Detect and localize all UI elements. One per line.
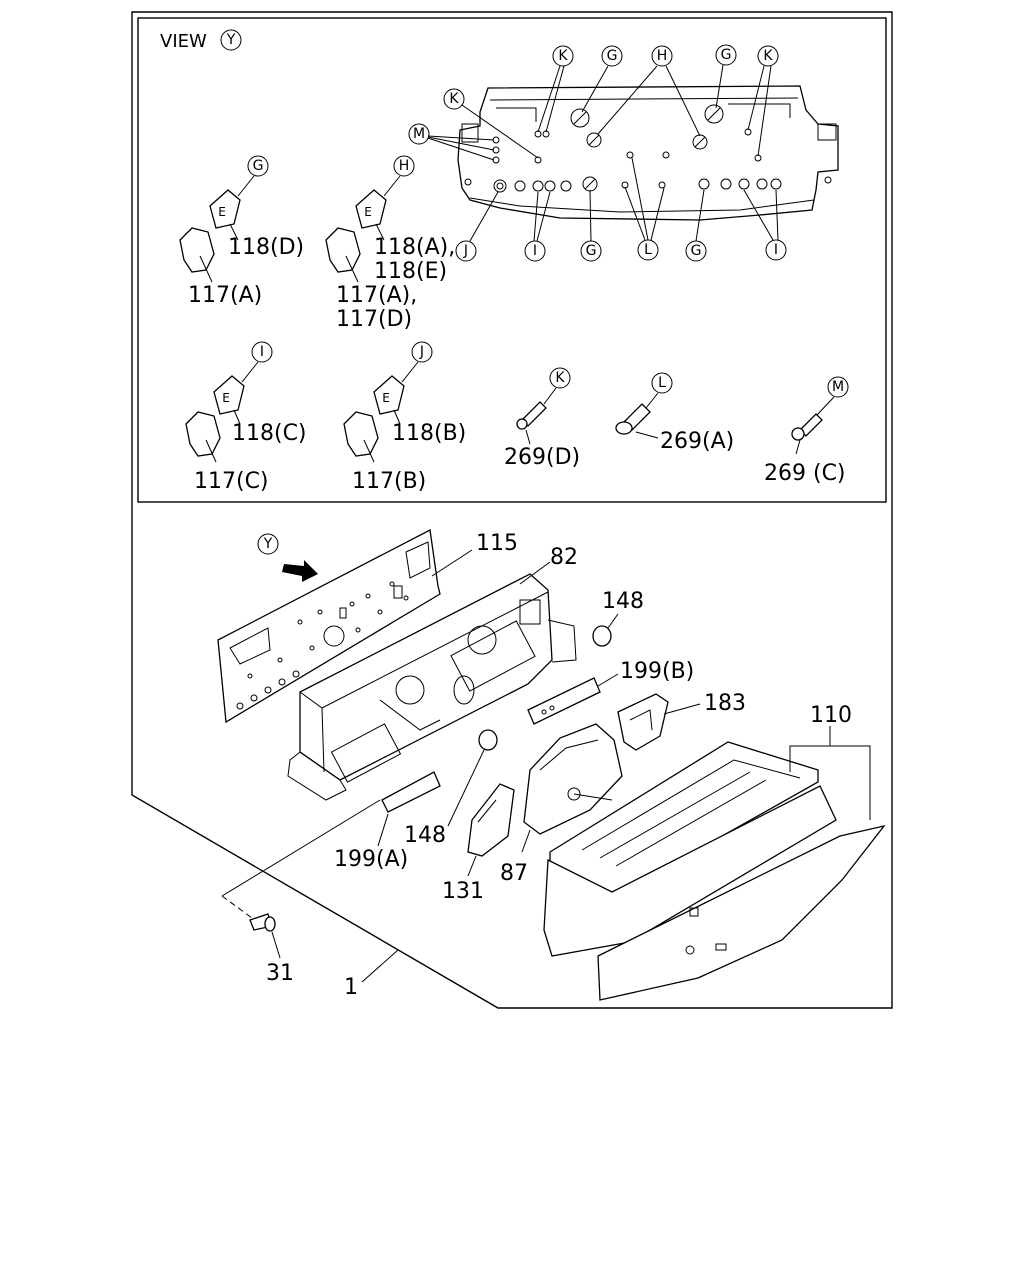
svg-text:K: K [449,91,459,107]
label-31: 31 [266,961,294,986]
label-148-lower: 148 [404,823,446,848]
label-118ae-2: 118(E) [374,259,447,284]
part-199a-plate [377,771,441,847]
socket-117ad-bulb-118ae: H E [325,155,415,283]
svg-text:I: I [533,243,537,259]
part-148-cap-lower [447,729,498,827]
svg-text:L: L [658,375,666,391]
part-148-cap-upper [592,613,619,647]
label-199a: 199(A) [334,847,408,872]
part-183-gauge [617,693,701,751]
svg-text:E: E [222,391,230,405]
svg-text:K: K [763,48,773,64]
svg-text:H: H [399,158,410,174]
svg-text:J: J [419,344,424,360]
label-118b: 118(B) [392,421,466,446]
label-118ae-1: 118(A), [374,235,455,260]
part-87-dial [521,723,623,853]
socket-117a-bulb-118d: G E [179,155,269,283]
view-title: VIEW [160,31,207,52]
part-199b-plate [527,673,619,725]
view-y-box [137,17,887,503]
label-131: 131 [442,879,484,904]
label-117ad-2: 117(D) [336,307,412,332]
label-269d: 269(D) [504,445,580,470]
label-269a: 269(A) [660,429,734,454]
svg-text:H: H [657,48,668,64]
label-115: 115 [476,531,518,556]
label-117a: 117(A) [188,283,262,308]
view-leader-lines [427,64,779,242]
part-131-gauge [467,783,515,877]
part-110-lens-hood [543,741,886,1001]
view-callouts: K G H G K K M J I G L G I [408,44,787,262]
svg-text:J: J [463,243,468,259]
svg-text:G: G [721,47,732,63]
screw-269a: L [615,372,673,439]
part-31-screw [221,799,381,959]
label-117c: 117(C) [194,469,269,494]
svg-text:E: E [364,205,372,219]
label-199b: 199(B) [620,659,694,684]
svg-text:E: E [382,391,390,405]
label-117b: 117(B) [352,469,426,494]
part-115-circuit-board [217,529,441,724]
label-148-upper: 148 [602,589,644,614]
label-1: 1 [344,975,358,1000]
label-87: 87 [500,861,528,886]
svg-text:K: K [558,48,568,64]
label-117ad-1: 117(A), [336,283,417,308]
svg-text:I: I [260,344,264,360]
svg-text:E: E [218,205,226,219]
screw-269c: M [791,376,849,455]
svg-text:G: G [607,48,618,64]
label-183: 183 [704,691,746,716]
svg-text:I: I [774,242,778,258]
label-118c: 118(C) [232,421,307,446]
svg-text:G: G [691,243,702,259]
view-letter: Y [226,32,236,48]
socket-117c-bulb-118c: I E [185,341,273,463]
direction-arrow [282,560,318,582]
label-118d: 118(D) [228,235,304,260]
svg-text:K: K [555,370,565,386]
svg-text:L: L [644,242,652,258]
cluster-back-view [457,85,839,221]
part-82-cluster-case [287,573,577,801]
screw-269d: K [516,367,571,445]
svg-text:G: G [253,158,264,174]
outer-frame [131,11,893,1009]
svg-text:M: M [413,126,425,142]
svg-text:M: M [832,379,844,395]
label-82: 82 [550,545,578,570]
label-269c: 269 (C) [764,461,846,486]
socket-117b-bulb-118b: J E [343,341,433,463]
svg-text:G: G [586,243,597,259]
label-110: 110 [810,703,852,728]
view-marker-y: Y [263,536,273,552]
